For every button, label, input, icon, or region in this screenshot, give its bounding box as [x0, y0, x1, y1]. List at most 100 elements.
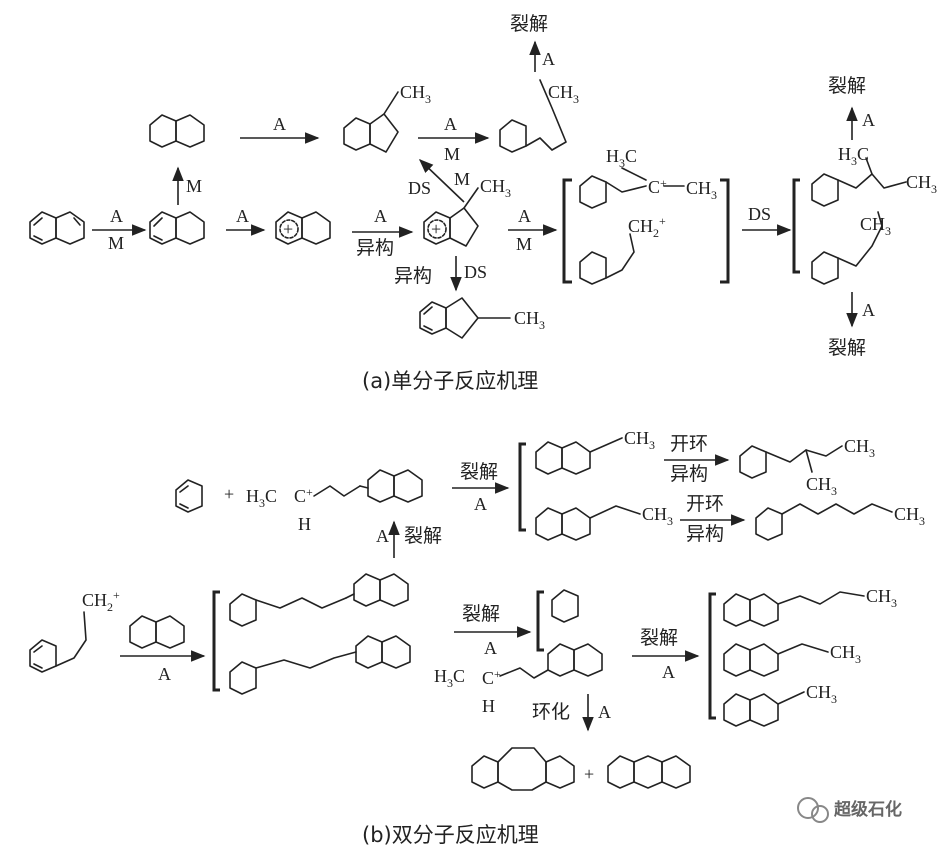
label-A: A: [374, 206, 387, 226]
phenylpropyl-cation: CH2+: [29, 588, 185, 673]
arrow-ringopen-1: 开环 异构: [664, 433, 730, 485]
h3c-label: H3C: [606, 146, 637, 170]
arrow-cyclize: 环化 A: [532, 694, 611, 732]
bracket-b3: H3C C+ H: [434, 589, 603, 716]
watermark: 超级石化: [797, 797, 902, 823]
label-ringopen: 开环: [686, 493, 724, 515]
label-A: A: [862, 300, 875, 320]
arrow-crack-b3: 裂解 A: [632, 627, 700, 682]
arrow-ds-m-up: DS M: [408, 159, 470, 203]
plus-sign: +: [431, 219, 441, 239]
bracket-products: H3C CH3 A 裂解 CH3 A 裂解: [792, 75, 937, 359]
ch3-label: CH3: [686, 178, 717, 202]
arrow-to-bracket1: A M: [508, 206, 558, 254]
2-methylindane: CH3: [419, 297, 545, 339]
h3c-label: H3C: [246, 486, 277, 510]
hexylbenzene: CH3: [755, 503, 925, 541]
h3c-label: H3C: [838, 144, 869, 168]
bracket-b2: [212, 573, 411, 695]
label-crack: 裂解: [828, 337, 866, 359]
cplus-label: C+: [294, 485, 313, 506]
label-DS: DS: [464, 262, 487, 282]
label-A: A: [542, 49, 555, 69]
ch3-label: CH3: [400, 82, 431, 106]
label-crack: 裂解: [462, 603, 500, 625]
label-M: M: [108, 233, 124, 253]
ch3-label: CH3: [548, 82, 579, 106]
octahydrophenanthrene-plus-octahydroanthracene: +: [471, 747, 691, 791]
ch3-label: CH3: [894, 504, 925, 528]
label-A: A: [236, 206, 249, 226]
label-crack: 裂解: [404, 525, 442, 547]
label-A: A: [484, 638, 497, 658]
arrow-ringopen-2: 开环 异构: [680, 493, 746, 545]
caption-a: (a)单分子反应机理: [362, 369, 538, 393]
label-crack: 裂解: [460, 461, 498, 483]
plus-sign: +: [283, 219, 293, 239]
label-A: A: [376, 526, 389, 546]
h-label: H: [482, 696, 495, 716]
plus-sign: +: [584, 764, 594, 784]
bracket-b4: CH3 CH3 CH3: [708, 586, 897, 727]
ch3-label: CH3: [514, 308, 545, 332]
arrow-tetralin-decalin: M: [172, 166, 202, 205]
arrow-crack-b1: A 裂解: [376, 520, 442, 558]
methyl-hydrindane: CH3: [343, 82, 431, 153]
label-A: A: [862, 110, 875, 130]
arrow-crack-up: A 裂解: [510, 13, 555, 72]
label-A: A: [110, 206, 123, 226]
ch3-label: CH3: [830, 642, 861, 666]
label-M: M: [186, 176, 202, 196]
label-DS: DS: [408, 178, 431, 198]
ch3-label: CH3: [844, 436, 875, 460]
label-A: A: [474, 494, 487, 514]
arrow-decalin-methylindane: A: [240, 114, 320, 144]
benzene-plus-cation: + H3C C+ H: [175, 469, 423, 534]
arrow-to-bracket-b1: 裂解 A: [452, 461, 510, 514]
plus-sign: +: [224, 484, 234, 504]
tetralin: [149, 211, 205, 245]
label-A: A: [273, 114, 286, 134]
arrow-to-bracket-b2: A: [120, 650, 206, 684]
ch3-label: CH3: [806, 682, 837, 706]
wechat-icon: [797, 797, 819, 819]
label-crack: 裂解: [828, 75, 866, 97]
h3c-label: H3C: [434, 666, 465, 690]
arrow-hydrindane-cycloalkane: A M: [418, 114, 490, 164]
label-crack: 裂解: [640, 627, 678, 649]
bracket-cations: H3C C+ CH3 CH2+: [562, 146, 730, 285]
h-label: H: [298, 514, 311, 534]
label-M: M: [516, 234, 532, 254]
arrow-naph-tetralin: A M: [92, 206, 147, 253]
label-isom: 异构: [670, 463, 708, 485]
ch3-label: CH3: [906, 172, 937, 196]
cplus-label: C+: [648, 176, 667, 197]
naphthalene: [29, 211, 85, 245]
decalin: [149, 114, 205, 148]
ch3-label: CH3: [806, 474, 837, 498]
label-isom: 异构: [394, 265, 432, 287]
label-M: M: [444, 144, 460, 164]
arrow-crack-b2: 裂解 A: [454, 603, 532, 658]
arrow-ds-bracket2: DS: [742, 204, 792, 236]
watermark-text: 超级石化: [834, 799, 902, 820]
ch3-label: CH3: [480, 176, 511, 200]
ch3-label: CH3: [642, 504, 673, 528]
ch3-label: CH3: [624, 428, 655, 452]
label-A: A: [518, 206, 531, 226]
ch2plus-label: CH2+: [628, 214, 666, 240]
label-A: A: [598, 702, 611, 722]
ch3-label: CH3: [866, 586, 897, 610]
label-A: A: [662, 662, 675, 682]
phenyl-butene: CH3 CH3: [739, 436, 875, 498]
cplus-label: C+: [482, 667, 501, 688]
arrow-isom-ds-down: 异构 DS: [394, 256, 487, 292]
ch2plus-label: CH2+: [82, 588, 120, 614]
tetralin-cation: +: [275, 211, 331, 245]
bracket-b1: CH3 CH3: [518, 428, 673, 541]
methylindane-cation: + CH3: [423, 176, 511, 247]
label-A: A: [444, 114, 457, 134]
label-DS: DS: [748, 204, 771, 224]
ch3-label: CH3: [860, 214, 891, 238]
